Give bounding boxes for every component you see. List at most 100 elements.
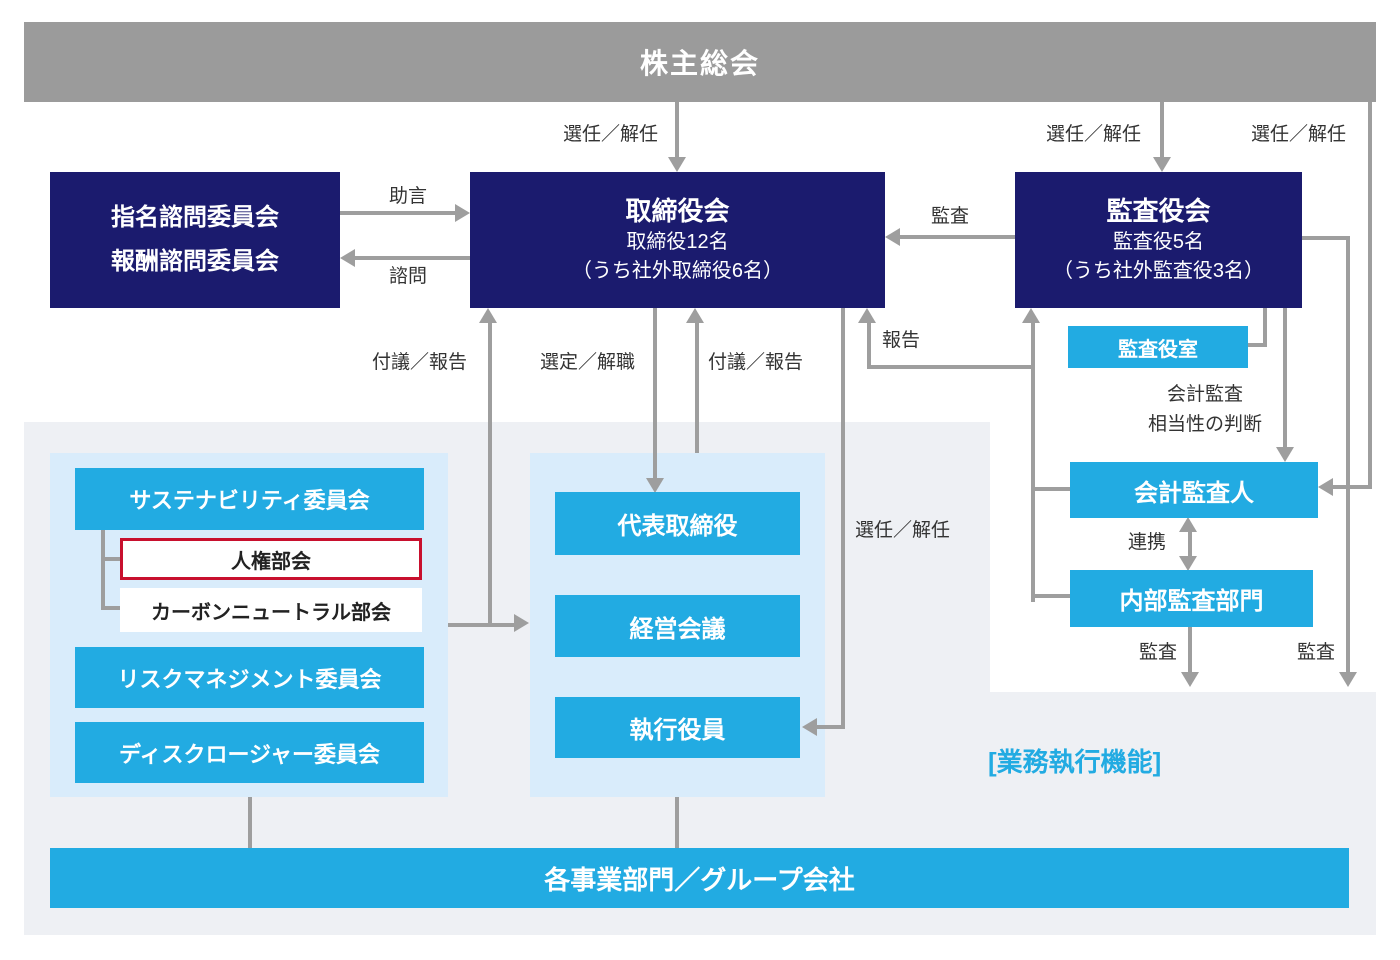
arrowhead-audit-board (885, 228, 900, 246)
line-submit-report-left-v (488, 322, 492, 627)
risk-management-committee-label: リスクマネジメント委員会 (117, 666, 382, 692)
label-consult: 諮問 (389, 266, 428, 287)
arrowhead-accounting-audit-judgment (1276, 447, 1294, 462)
audit-supervisory-board-box: 監査役会 監査役5名 （うち社外監査役3名） (1015, 172, 1302, 308)
label-advice: 助言 (389, 186, 428, 207)
line-submit-report-center (695, 322, 699, 453)
label-audit-internal: 監査 (1139, 642, 1178, 663)
line-appoint-executive-v (841, 308, 845, 729)
line-report-v (867, 320, 871, 369)
kansayaku-sub2: （うち社外監査役3名） (1052, 260, 1265, 282)
label-accounting-audit: 会計監査 (1166, 384, 1243, 405)
label-appoint-dismiss-accounting: 選任／解任 (1251, 124, 1347, 145)
kansayaku-sub1: 監査役5名 (1112, 231, 1205, 253)
line-appoint-kansayaku (1160, 102, 1164, 158)
sustainability-committee-label: サステナビリティ委員会 (129, 488, 370, 513)
audit-office-box: 監査役室 (1068, 326, 1248, 368)
line-cooperation (1188, 531, 1192, 557)
carbon-neutral-subcommittee-box: カーボンニュートラル部会 (120, 588, 422, 632)
human-rights-subcommittee-box: 人権部会 (120, 538, 422, 580)
board-sub1: 取締役12名 (626, 231, 729, 253)
internal-audit-box: 内部監査部門 (1070, 570, 1313, 627)
arrowhead-submit-report-left (479, 308, 497, 323)
label-submit-report-center: 付議／報告 (708, 352, 804, 373)
remuneration-committee-label: 報酬諮問委員会 (111, 248, 279, 275)
line-consult (354, 256, 470, 260)
executive-officers-box: 執行役員 (555, 697, 800, 758)
representative-director-label: 代表取締役 (617, 513, 738, 540)
executive-officers-label: 執行役員 (629, 717, 726, 744)
arrowhead-advice (455, 204, 470, 222)
line-trunk-to-internal-audit (1031, 594, 1070, 598)
accounting-auditor-label: 会計監査人 (1134, 479, 1254, 507)
line-execution-to-divisions (675, 797, 679, 848)
board-of-directors-box: 取締役会 取締役12名 （うち社外取締役6名） (470, 172, 885, 308)
label-appoint-dismiss-board: 選任／解任 (563, 124, 659, 145)
arrowhead-select-dismiss (646, 478, 664, 493)
line-committees-to-divisions (248, 797, 252, 848)
line-advice (340, 211, 456, 215)
line-report-h (867, 365, 1035, 369)
label-adequacy-judgment: 相当性の判断 (1147, 414, 1262, 435)
label-accounting-audit-judgment: 会計監査 相当性の判断 (1130, 380, 1280, 440)
line-appoint-accounting-auditor-v (1368, 102, 1372, 487)
line-select-dismiss (653, 308, 657, 478)
line-appoint-board (675, 102, 679, 158)
label-appoint-dismiss-kansayaku: 選任／解任 (1046, 124, 1142, 145)
label-audit-kansayaku: 監査 (1297, 642, 1336, 663)
business-divisions-bar: 各事業部門／グループ会社 (50, 848, 1349, 908)
nomination-committee-label: 指名諮問委員会 (111, 204, 279, 231)
arrowhead-internal-audit-down (1181, 672, 1199, 687)
internal-audit-label: 内部監査部門 (1119, 588, 1264, 615)
management-meeting-box: 経営会議 (555, 595, 800, 657)
line-audit-board (899, 235, 1015, 239)
line-kansayaku-trunk (1031, 320, 1035, 602)
execution-function-caption: [業務執行機能] (988, 747, 1162, 777)
label-audit-board: 監査 (931, 206, 970, 227)
label-submit-report-left: 付議／報告 (372, 352, 468, 373)
line-audit-office-v (1263, 308, 1267, 347)
arrowhead-appoint-accounting-auditor (1318, 478, 1333, 496)
arrowhead-consult (340, 249, 355, 267)
kansayaku-title: 監査役会 (1106, 196, 1211, 226)
label-report: 報告 (882, 330, 921, 351)
arrowhead-appoint-board (668, 157, 686, 172)
audit-office-label: 監査役室 (1118, 338, 1198, 361)
line-accounting-audit-judgment (1283, 308, 1287, 447)
arrowhead-report (858, 308, 876, 323)
arrowhead-cooperation-down (1179, 556, 1197, 571)
arrowhead-committees-to-management (514, 614, 529, 632)
management-meeting-label: 経営会議 (629, 615, 726, 643)
risk-management-committee-box: リスクマネジメント委員会 (75, 647, 424, 708)
disclosure-committee-label: ディスクロージャー委員会 (119, 741, 380, 767)
arrowhead-submit-report-center (686, 308, 704, 323)
arrowhead-kansayaku-trunk (1022, 308, 1040, 323)
line-internal-audit-down (1188, 627, 1192, 672)
line-trunk-to-accounting-auditor (1031, 487, 1070, 491)
accounting-auditor-box: 会計監査人 (1070, 462, 1318, 518)
business-divisions-label: 各事業部門／グループ会社 (544, 864, 855, 895)
arrowhead-kansayaku-audit (1339, 672, 1357, 687)
representative-director-box: 代表取締役 (555, 492, 800, 555)
line-committees-to-management (448, 623, 515, 627)
label-appoint-dismiss-executive: 選任／解任 (855, 520, 951, 541)
board-title: 取締役会 (625, 196, 730, 226)
line-kansayaku-audit-h (1302, 236, 1350, 240)
line-subcommittee-tree-v (101, 530, 105, 610)
board-sub2: （うち社外取締役6名） (571, 260, 784, 282)
line-appoint-accounting-auditor-h (1333, 485, 1372, 489)
line-kansayaku-audit-v (1346, 236, 1350, 672)
arrowhead-cooperation-up (1179, 517, 1197, 532)
arrowhead-appoint-executive (802, 718, 817, 736)
sustainability-committee-box: サステナビリティ委員会 (75, 468, 424, 530)
advisory-committees-box: 指名諮問委員会 報酬諮問委員会 (50, 172, 340, 308)
line-audit-office-h (1248, 343, 1267, 347)
line-appoint-executive-h (816, 725, 845, 729)
shareholders-meeting-label: 株主総会 (639, 48, 760, 79)
label-cooperation: 連携 (1128, 532, 1167, 553)
human-rights-subcommittee-label: 人権部会 (231, 550, 311, 573)
disclosure-committee-box: ディスクロージャー委員会 (75, 722, 424, 783)
line-subcommittee-carbon (101, 606, 120, 610)
label-select-dismiss: 選定／解職 (540, 352, 636, 373)
